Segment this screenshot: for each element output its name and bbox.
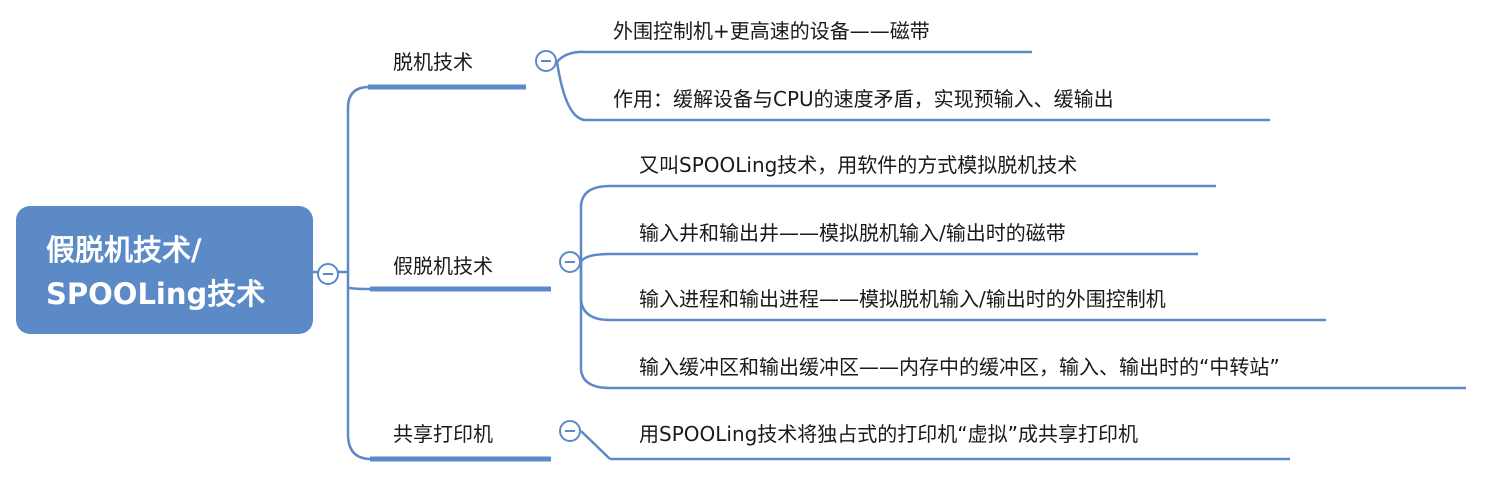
branch-spooling-collapse-icon[interactable] <box>559 251 581 273</box>
leaf-spooling-3[interactable]: 输入进程和输出进程——模拟脱机输入/输出时的外围控制机 <box>639 287 1166 311</box>
leaf-offline-2[interactable]: 作用：缓解设备与CPU的速度矛盾，实现预输入、缓输出 <box>613 87 1114 111</box>
link-branch-2-child-2 <box>579 252 611 263</box>
leaf-spooling-1[interactable]: 又叫SPOOLing技术，用软件的方式模拟脱机技术 <box>639 153 1078 177</box>
root-node-line-2: SPOOLing技术 <box>46 277 266 311</box>
link-branch-2-child-3 <box>579 262 611 322</box>
root-link-branch-2 <box>346 286 371 291</box>
root-link-branch-1 <box>346 85 370 272</box>
root-node[interactable]: 假脱机技术/ SPOOLing技术 <box>16 206 313 334</box>
link-branch-1-child-1 <box>556 50 587 63</box>
link-branch-2-child-1 <box>579 184 611 262</box>
root-node-line-1: 假脱机技术/ <box>46 233 202 267</box>
branch-label-spooling[interactable]: 假脱机技术 <box>393 254 493 278</box>
leaf-spooling-4[interactable]: 输入缓冲区和输出缓冲区——内存中的缓冲区，输入、输出时的“中转站” <box>639 355 1280 379</box>
link-branch-1-child-2 <box>555 61 587 122</box>
link-branch-3-child-1 <box>580 430 611 460</box>
link-branch-2-child-4 <box>579 262 611 390</box>
leaf-printer-1[interactable]: 用SPOOLing技术将独占式的打印机“虚拟”成共享打印机 <box>639 422 1139 446</box>
root-link-branch-3 <box>346 272 372 461</box>
leaf-offline-1[interactable]: 外围控制机+更高速的设备——磁带 <box>613 19 930 43</box>
branch-label-shared-printer[interactable]: 共享打印机 <box>393 422 493 446</box>
branch-offline-collapse-icon[interactable] <box>535 50 557 72</box>
root-collapse-icon[interactable] <box>317 263 339 285</box>
leaf-spooling-2[interactable]: 输入井和输出井——模拟脱机输入/输出时的磁带 <box>639 221 1066 245</box>
branch-label-offline[interactable]: 脱机技术 <box>393 50 473 74</box>
branch-printer-collapse-icon[interactable] <box>559 420 581 442</box>
